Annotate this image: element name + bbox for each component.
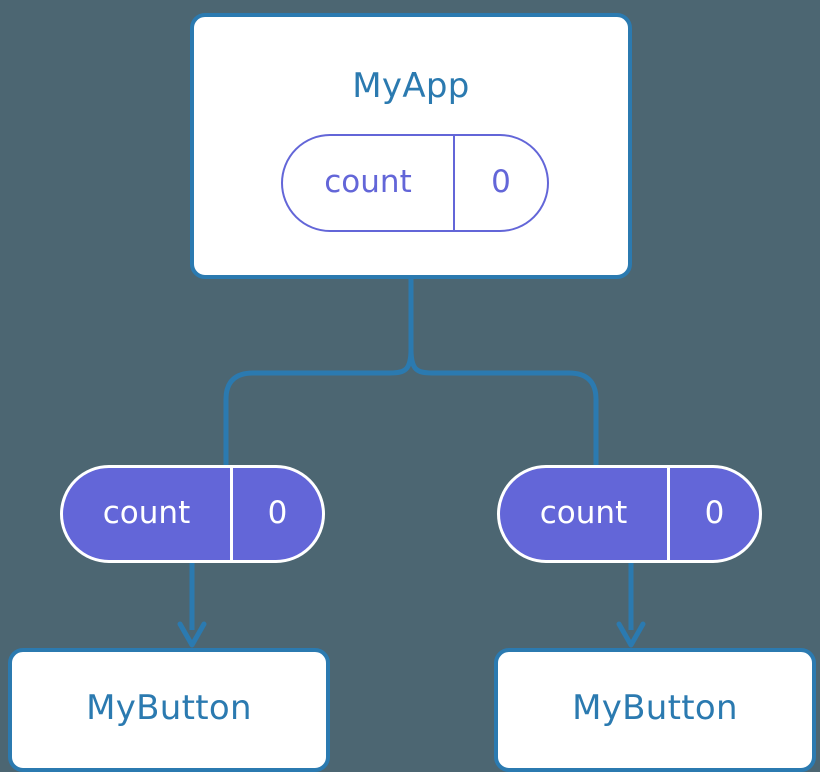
component-title-mybutton-left: MyButton: [86, 688, 252, 728]
prop-pill-left-value: 0: [267, 494, 288, 531]
state-pill-root-value: 0: [491, 163, 511, 200]
component-title-mybutton-right: MyButton: [572, 688, 738, 728]
prop-pill-right-value: 0: [704, 494, 725, 531]
connector-branch-left: [223, 348, 414, 465]
component-node-mybutton-left[interactable]: MyButton: [8, 648, 330, 772]
state-pill-root[interactable]: count 0: [281, 134, 549, 232]
connector-arrow-head-left: [177, 621, 207, 648]
connector-arrow-head-right: [616, 621, 646, 648]
prop-pill-right[interactable]: count 0: [497, 465, 762, 563]
prop-pill-left[interactable]: count 0: [60, 465, 325, 563]
prop-pill-right-key: count: [500, 468, 670, 560]
state-pill-root-key: count: [283, 136, 455, 230]
prop-pill-left-key: count: [63, 468, 233, 560]
component-node-mybutton-right[interactable]: MyButton: [494, 648, 816, 772]
component-node-myapp[interactable]: MyApp count 0: [190, 13, 632, 279]
connector-branch-right: [408, 348, 599, 465]
component-title-myapp: MyApp: [352, 66, 470, 106]
